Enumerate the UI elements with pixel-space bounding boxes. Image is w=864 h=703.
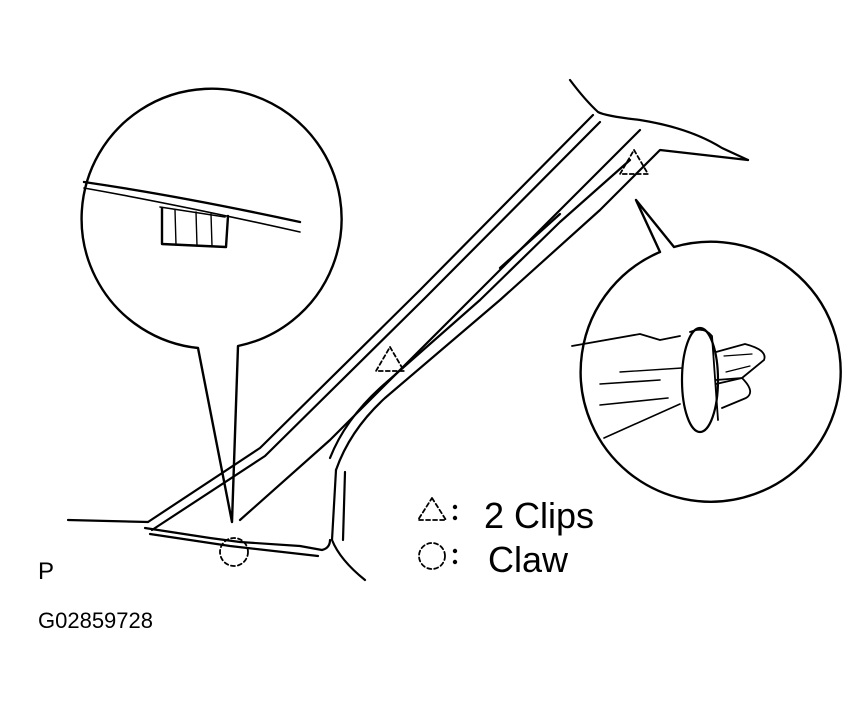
circle-dashed-icon — [418, 542, 446, 570]
clip-marker-upper — [619, 149, 649, 175]
legend-clips-label: 2 Clips — [484, 495, 595, 536]
pillar-garnish — [66, 78, 750, 582]
view-mark: P — [38, 558, 55, 585]
claw-marker — [219, 537, 249, 567]
triangle-dashed-icon — [417, 497, 447, 521]
clip-marker-middle — [375, 346, 405, 372]
legend-colon-1 — [452, 504, 458, 521]
figure-code: G02859728 — [38, 608, 153, 633]
claw-detail-callout — [80, 87, 343, 524]
legend-claw-label: Claw — [488, 539, 569, 580]
clip-detail-callout — [571, 198, 842, 503]
legend-colon-2 — [452, 548, 458, 565]
